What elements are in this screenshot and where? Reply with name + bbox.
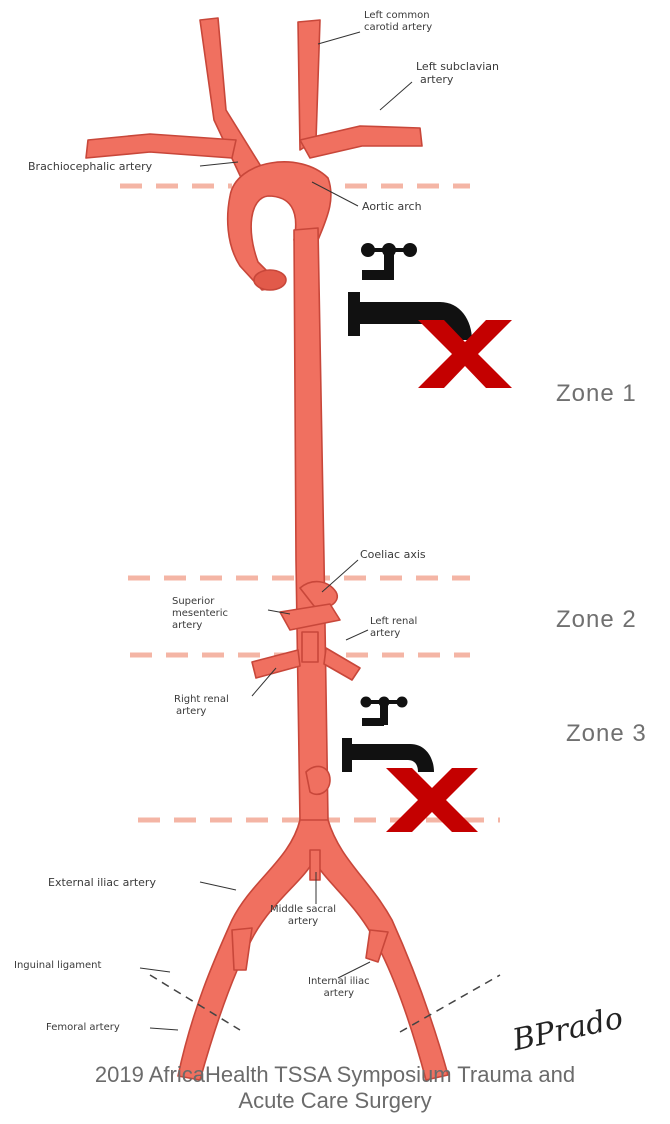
label-superior-mesenteric: Superior mesenteric artery: [172, 596, 228, 632]
label-femoral: Femoral artery: [46, 1022, 120, 1034]
label-aortic-arch: Aortic arch: [362, 200, 422, 213]
superior-mesenteric: [280, 604, 340, 630]
footer-caption: 2019 AfricaHealth TSSA Symposium Trauma …: [0, 1062, 670, 1114]
sma-branch: [302, 632, 318, 662]
label-internal-iliac: Internal iliac artery: [308, 976, 370, 1000]
label-inguinal-ligament: Inguinal ligament: [14, 960, 101, 972]
right-subclavian: [86, 134, 236, 158]
label-right-renal: Right renal artery: [174, 694, 229, 718]
occlusion-marker-zone3: [338, 690, 478, 832]
label-external-iliac: External iliac artery: [48, 876, 156, 889]
left-subclavian: [300, 126, 422, 158]
internal-iliac-left: [232, 928, 252, 970]
zone-1-label: Zone 1: [556, 380, 637, 408]
left-common-carotid: [298, 20, 320, 150]
label-middle-sacral: Middle sacral artery: [270, 904, 336, 928]
label-brachiocephalic: Brachiocephalic artery: [28, 160, 152, 173]
ascending-aorta-cut: [254, 270, 286, 290]
label-coeliac-axis: Coeliac axis: [360, 548, 426, 561]
occlusion-marker-zone1: [338, 240, 512, 390]
descending-aorta: [294, 228, 328, 822]
label-left-common-carotid: Left common carotid artery: [364, 10, 432, 34]
brachiocephalic-trunk: [200, 18, 262, 184]
zone-2-label: Zone 2: [556, 606, 637, 634]
footer-line-1: 2019 AfricaHealth TSSA Symposium Trauma …: [0, 1062, 670, 1088]
middle-sacral: [310, 850, 320, 880]
label-left-subclavian: Left subclavian artery: [416, 60, 499, 86]
label-left-renal: Left renal artery: [370, 616, 417, 640]
zone-3-label: Zone 3: [566, 720, 647, 748]
inferior-mesenteric: [306, 766, 330, 794]
footer-line-2: Acute Care Surgery: [0, 1088, 670, 1114]
